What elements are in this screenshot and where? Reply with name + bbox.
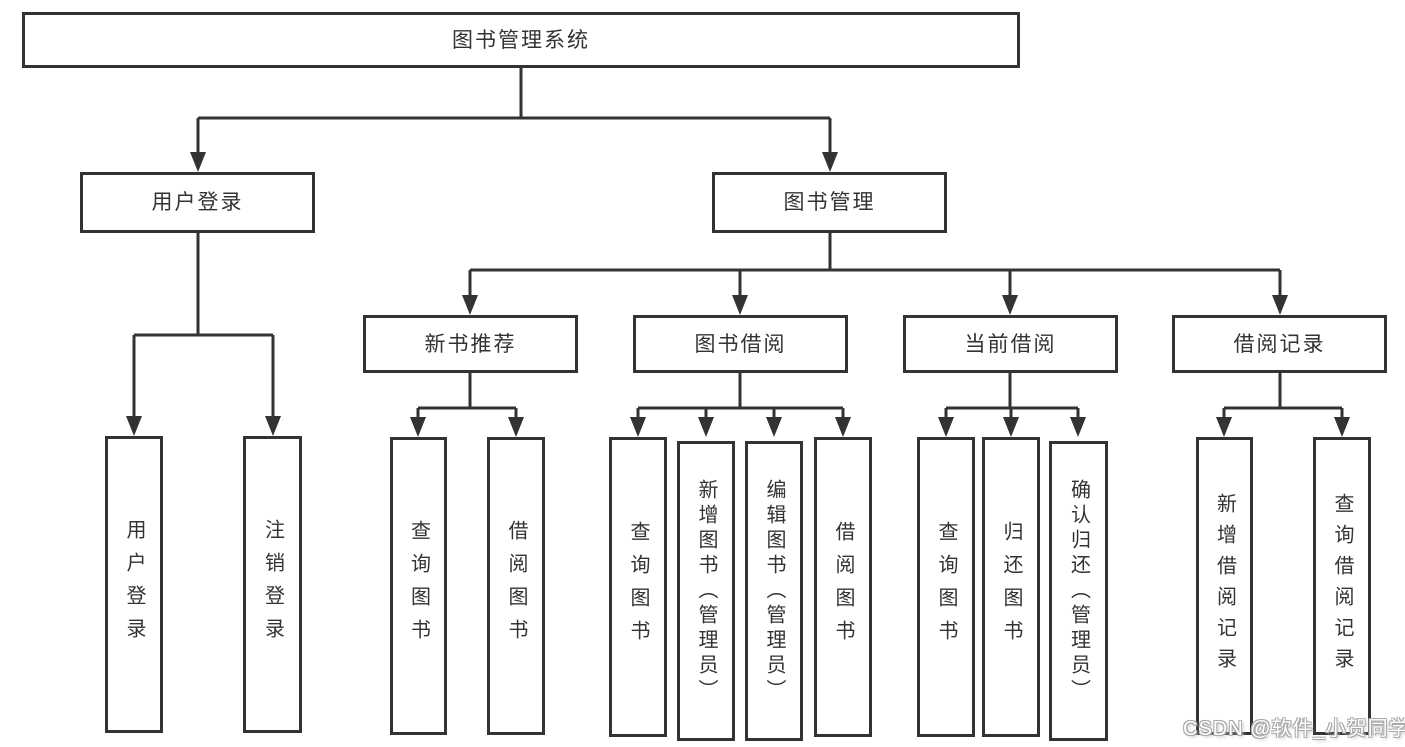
node-book-management: 图书管理 [712,172,947,233]
leaf-label: 注销登录 [261,518,284,651]
node-label: 新书推荐 [424,332,517,356]
leaf-label: 查询图书 [407,520,430,652]
node-label: 图书借阅 [694,332,787,356]
leaf-query-books-recommend: 查询图书 [390,437,447,735]
node-root: 图书管理系统 [22,12,1020,68]
leaf-logout: 注销登录 [243,436,302,733]
leaf-label: 新增图书（管理员） [695,478,717,704]
leaf-label: 查询借阅记录 [1331,493,1353,679]
connector-paths [132,68,1344,421]
node-label: 用户登录 [151,191,244,214]
leaf-label: 归还图书 [1000,521,1022,653]
leaf-query-books-borrowing: 查询图书 [609,437,667,737]
leaf-user-login: 用户登录 [105,436,163,733]
csdn-watermark: CSDN @软件_小贺同学 [1183,718,1405,740]
node-borrowing-records: 借阅记录 [1172,315,1387,373]
leaf-label: 借阅图书 [505,520,527,652]
arrowheads [126,152,1350,437]
leaf-label: 借阅图书 [832,521,854,653]
leaf-label: 查询图书 [935,521,957,653]
node-new-book-recommend: 新书推荐 [363,315,578,373]
node-label: 图书管理系统 [452,28,590,52]
leaf-confirm-return-admin: 确认归还（管理员） [1049,441,1108,741]
leaf-edit-books-admin: 编辑图书（管理员） [745,441,803,741]
node-book-borrowing: 图书借阅 [633,315,848,373]
leaf-label: 查询图书 [627,521,649,653]
leaf-query-borrow-record: 查询借阅记录 [1313,437,1371,735]
leaf-add-books-admin: 新增图书（管理员） [677,441,735,741]
leaf-add-borrow-record: 新增借阅记录 [1196,437,1253,735]
node-current-borrowing: 当前借阅 [903,315,1118,373]
node-label: 图书管理 [783,191,876,214]
leaf-label: 编辑图书（管理员） [763,478,785,704]
node-label: 当前借阅 [964,332,1057,356]
leaf-label: 确认归还（管理员） [1067,478,1090,704]
leaf-label: 用户登录 [123,518,145,651]
node-label: 借阅记录 [1233,332,1326,356]
leaf-borrow-books-recommend: 借阅图书 [487,437,545,735]
leaf-borrow-books: 借阅图书 [814,437,872,737]
leaf-label: 新增借阅记录 [1213,493,1236,679]
node-user-login: 用户登录 [80,172,315,233]
leaf-query-books-current: 查询图书 [917,437,975,737]
leaf-return-books: 归还图书 [982,437,1040,737]
